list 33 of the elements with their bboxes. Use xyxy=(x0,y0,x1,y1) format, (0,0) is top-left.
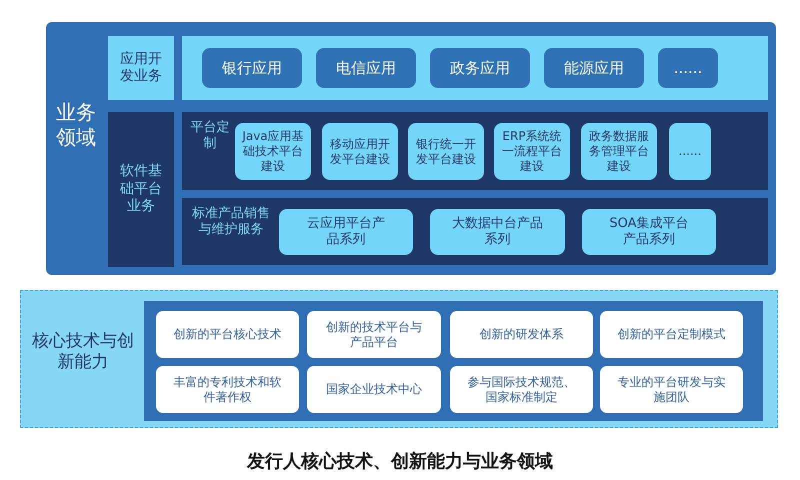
capability-box: 国家企业技术中心 xyxy=(307,366,441,413)
caption: 发行人核心技术、创新能力与业务领域 xyxy=(246,450,554,473)
row-label-box: 软件基础平台业务 xyxy=(108,112,174,267)
capability-box: 创新的平台定制模式 xyxy=(600,311,743,358)
capability-box: 专业的平台研发与实施团队 xyxy=(600,366,743,413)
product-box: SOA集成平台产品系列 xyxy=(582,209,716,255)
application-box: 银行应用 xyxy=(202,48,302,88)
capability-box: 参与国际技术规范、国家标准制定 xyxy=(450,366,593,413)
platform-box: 政务数据服务管理平台建设 xyxy=(581,123,657,180)
application-box: 政务应用 xyxy=(430,48,530,88)
platform-box: 移动应用开发平台建设 xyxy=(322,123,398,180)
platform-box: ERP系统统一流程平台建设 xyxy=(494,123,570,180)
product-box: 云应用平台产品系列 xyxy=(279,209,413,255)
platform-box: 银行统一开发平台建设 xyxy=(408,123,484,180)
capability-box: 创新的平台核心技术 xyxy=(156,311,299,358)
row-label-box: 应用开发业务 xyxy=(108,36,174,100)
application-box: 电信应用 xyxy=(316,48,416,88)
domain-panel xyxy=(46,22,776,275)
platform-box: ...... xyxy=(669,123,711,180)
panel-title: 核心技术与创新能力 xyxy=(31,331,135,374)
platform-box: Java应用基础技术平台建设 xyxy=(235,123,311,180)
capability-box: 创新的技术平台与产品平台 xyxy=(307,311,441,358)
application-box: 能源应用 xyxy=(544,48,644,88)
capability-panel xyxy=(20,290,778,428)
capability-box: 创新的研发体系 xyxy=(450,311,593,358)
platform-band xyxy=(182,112,768,190)
panel-title: 业务领域 xyxy=(55,100,97,150)
product-box: 大数据中台产品系列 xyxy=(430,209,565,255)
application-box: ...... xyxy=(658,48,718,88)
platform-band xyxy=(182,198,768,265)
band-label: 标准产品销售与维护服务 xyxy=(191,206,271,238)
band-label: 平台定制 xyxy=(190,120,230,152)
capability-box: 丰富的专利技术和软件著作权 xyxy=(156,366,299,413)
